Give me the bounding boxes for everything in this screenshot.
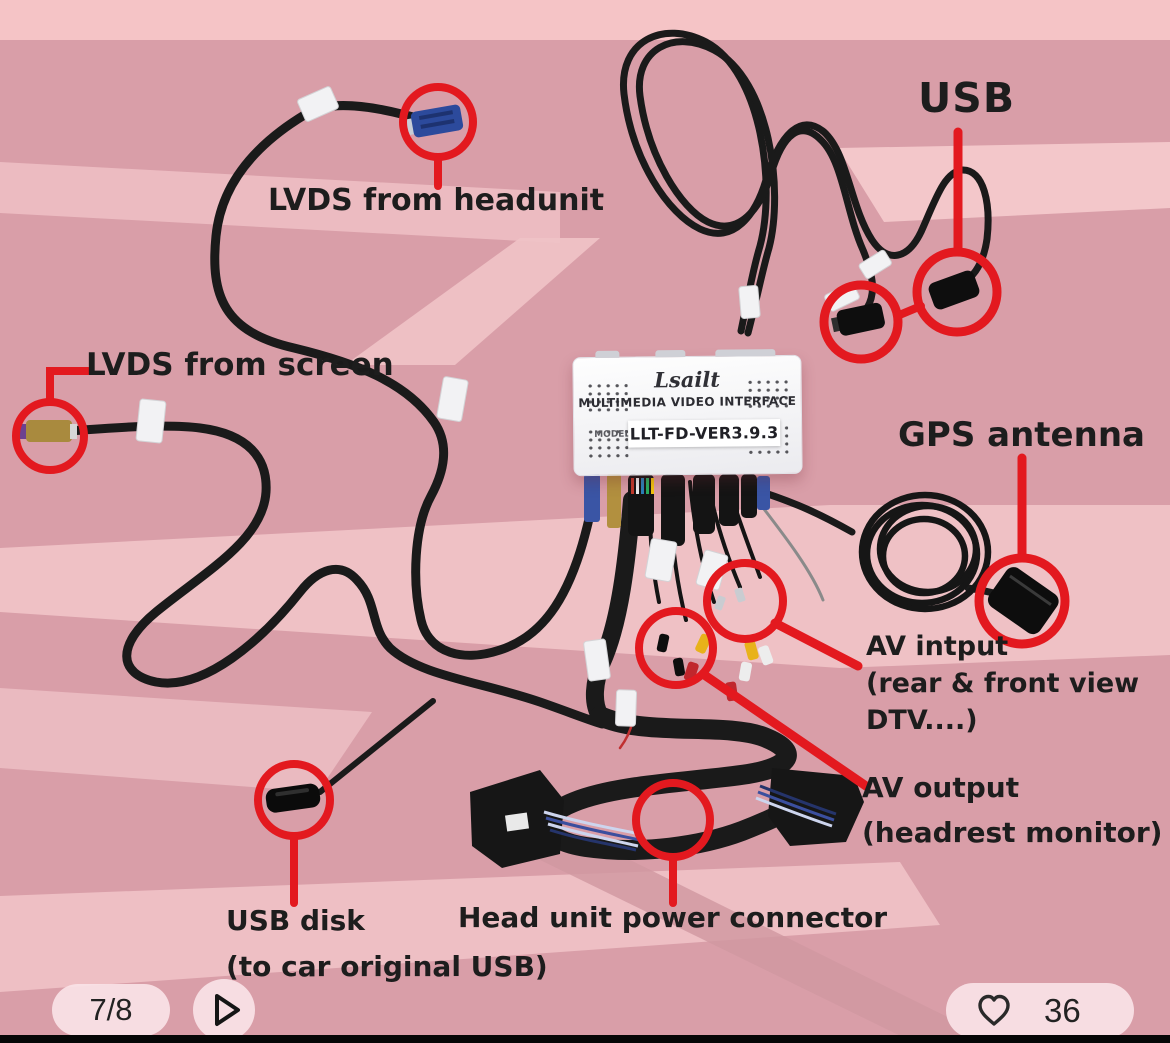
cable-lvds-screen xyxy=(65,421,607,729)
harness-snake xyxy=(537,706,806,860)
box-port-connectors xyxy=(584,474,770,546)
cable-gps-in xyxy=(758,488,856,536)
gps-antenna-puck xyxy=(987,567,1059,635)
callout-lvds-screen xyxy=(12,398,88,474)
label-head-unit-power: Head unit power connector xyxy=(458,901,888,934)
label-lvds-from-screen: LVDS from screen xyxy=(86,347,394,383)
callout-usb-b xyxy=(912,247,1002,337)
label-usb-disk: USB disk (to car original USB) xyxy=(226,898,548,990)
cable-usb-2 xyxy=(635,38,876,337)
label-av-input-line1: AV intput xyxy=(866,631,1009,662)
usb-disk-connector xyxy=(265,783,321,813)
cable-usb-disk xyxy=(317,698,436,795)
cable-lvds-headunit xyxy=(210,101,599,660)
callout-usb-a xyxy=(819,280,903,364)
callout-head-unit-power xyxy=(632,779,714,861)
page-indicator: 7/8 xyxy=(52,984,170,1036)
callout-av-output xyxy=(635,607,717,689)
label-av-output-line2: (headrest monitor) xyxy=(862,816,1163,849)
like-count: 36 xyxy=(1044,991,1081,1029)
power-connector-left xyxy=(470,770,564,868)
label-av-input-line3: DTV....) xyxy=(866,705,978,736)
label-av-output-line1: AV output xyxy=(862,771,1020,804)
label-usb-disk-line1: USB disk xyxy=(226,904,365,937)
label-lvds-from-headunit: LVDS from headunit xyxy=(268,183,605,218)
heart-icon xyxy=(978,994,1010,1026)
label-av-input-line2: (rear & front view xyxy=(866,668,1140,699)
label-av-input: AV intput (rear & front view DTV....) xyxy=(866,628,1139,739)
label-usb: USB xyxy=(918,74,1016,122)
bottom-bar xyxy=(0,1035,1170,1043)
play-button[interactable] xyxy=(193,979,255,1041)
callout-av-input xyxy=(703,559,787,643)
red-callouts xyxy=(12,83,1070,907)
page-indicator-text: 7/8 xyxy=(89,992,133,1027)
gps-cable-coil xyxy=(858,491,992,613)
label-av-output: AV output (headrest monitor) xyxy=(862,765,1162,855)
like-button[interactable]: 36 xyxy=(946,983,1134,1038)
cable-markers xyxy=(135,86,892,727)
power-wire-stripes xyxy=(543,784,837,852)
label-gps-antenna: GPS antenna xyxy=(898,415,1145,455)
callout-usb-disk xyxy=(254,760,334,840)
usb-connector-a xyxy=(830,302,885,336)
rca-connectors xyxy=(656,587,774,702)
callout-lvds-headunit xyxy=(399,83,477,161)
callout-lvds-screen-line xyxy=(46,367,92,406)
usb-connector-b xyxy=(928,270,980,310)
ribbon-wires xyxy=(631,478,654,494)
label-usb-disk-line2: (to car original USB) xyxy=(226,950,548,983)
callout-gps xyxy=(974,553,1070,649)
harness-vertical xyxy=(586,491,641,725)
play-icon xyxy=(215,994,240,1026)
